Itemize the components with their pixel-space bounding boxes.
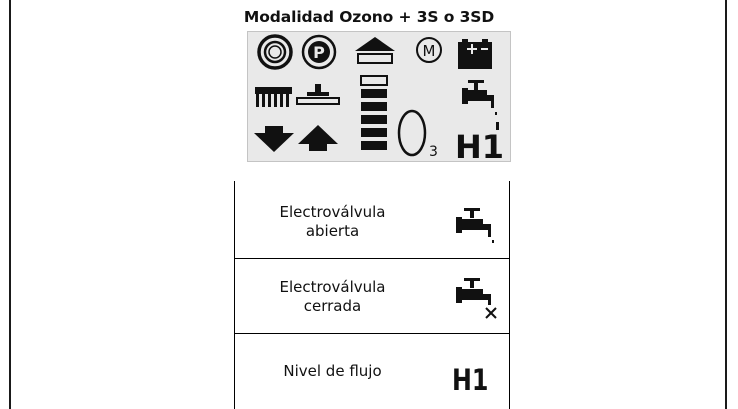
page-border-left — [9, 0, 11, 409]
ozone-icon: 3 — [397, 109, 438, 160]
motor-icon: M — [416, 37, 442, 63]
table-border-left — [234, 181, 235, 409]
down-arrow-icon — [254, 126, 294, 152]
table-divider — [234, 258, 510, 259]
legend-label-valve-open: Electroválvula abierta — [279, 203, 386, 240]
page-border-right — [725, 0, 727, 409]
rotation-ring-icon — [257, 34, 293, 70]
flow-code-tick — [496, 122, 499, 130]
water-tap-icon — [462, 80, 497, 115]
svg-text:3: 3 — [429, 144, 438, 160]
level-up-icon — [355, 37, 395, 64]
flow-code-lcd: H1 — [455, 128, 504, 163]
solution-level-bars-icon — [360, 75, 388, 150]
valve-closed-icon — [456, 278, 497, 319]
svg-text:M: M — [423, 42, 436, 60]
brush-deck-icon — [255, 87, 292, 107]
lcd-display: P M — [247, 31, 511, 163]
squeegee-icon — [296, 84, 340, 105]
table-border-right — [509, 181, 510, 409]
legend-label-flow-level: Nivel de flujo — [283, 362, 382, 380]
svg-text:P: P — [313, 43, 325, 62]
lcd-icons: P M — [254, 34, 504, 163]
battery-icon — [458, 39, 492, 69]
parking-brake-icon: P — [301, 34, 337, 70]
up-arrow-icon — [298, 125, 338, 151]
table-divider — [234, 333, 510, 334]
valve-open-icon — [456, 208, 494, 243]
mode-title: Modalidad Ozono + 3S o 3SD — [243, 8, 495, 26]
flow-level-indicator: H1 — [452, 363, 489, 397]
legend-label-valve-closed: Electroválvula cerrada — [279, 278, 386, 315]
